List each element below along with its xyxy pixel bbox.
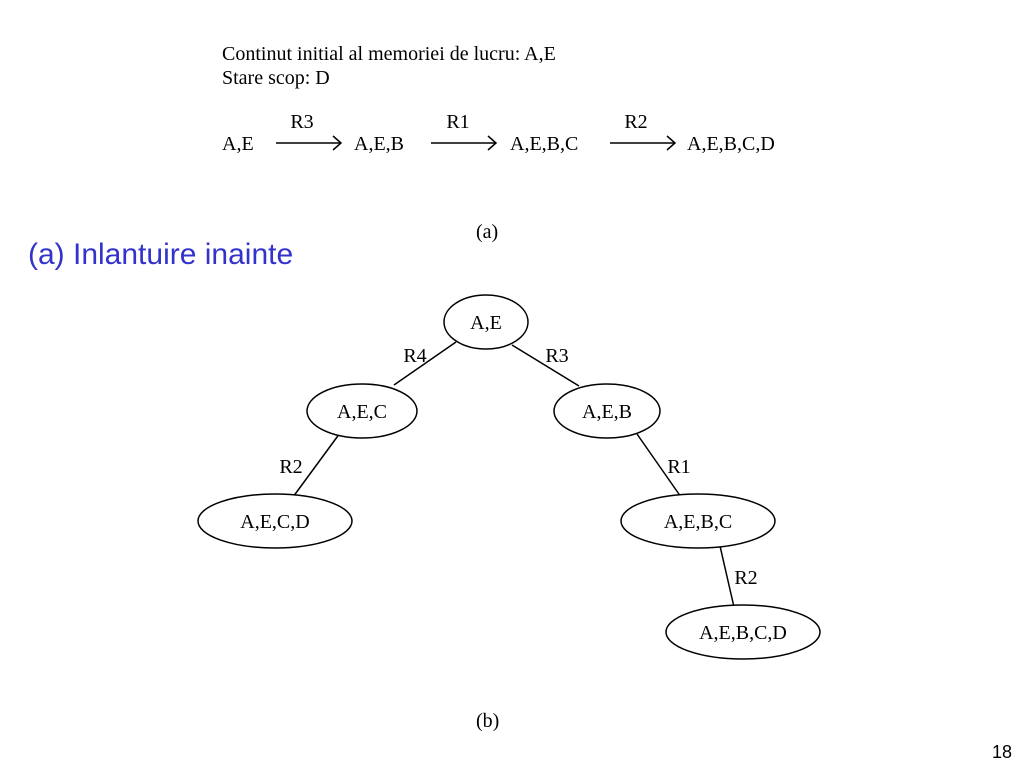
tree-node: A,E,C xyxy=(306,383,418,439)
tree-node: A,E,C,D xyxy=(197,493,353,549)
chain-arrow xyxy=(431,135,498,151)
tree-edge-rule-label: R4 xyxy=(403,345,426,367)
chain-rule-label: R1 xyxy=(446,111,469,133)
caption-a: (a) xyxy=(476,221,499,243)
tree-edge xyxy=(292,432,341,498)
search-tree: R4 R3 R2 R1 R2 A,E A,E,C A,E,B A,E,C,D A… xyxy=(197,294,821,660)
tree-node-label: A,E,B xyxy=(582,401,632,423)
page-number: 18 xyxy=(991,742,1012,762)
tree-node-label: A,E,C,D xyxy=(240,511,309,533)
tree-edge-rule-label: R1 xyxy=(667,456,690,478)
slide-title: (a) Inlantuire inainte xyxy=(28,238,294,271)
tree-edge xyxy=(511,344,580,387)
chain-arrow xyxy=(610,135,677,151)
tree-edge xyxy=(719,545,735,608)
chain-rule-label: R3 xyxy=(290,111,313,133)
initial-memory-text: Continut initial al memoriei de lucru: A… xyxy=(222,43,556,65)
chain-state: A,E,B,C xyxy=(510,133,578,155)
tree-edge xyxy=(393,341,457,386)
tree-node: A,E,B xyxy=(553,383,661,439)
tree-edge-rule-label: R2 xyxy=(279,456,302,478)
tree-edge-rule-label: R3 xyxy=(545,345,568,367)
tree-node: A,E,B,C xyxy=(620,493,776,549)
tree-node-label: A,E,B,C,D xyxy=(699,622,787,644)
forward-chain-sequence: A,E A,E,B A,E,B,C A,E,B,C,D R3 R1 R2 xyxy=(222,111,775,155)
tree-node: A,E,B,C,D xyxy=(665,604,821,660)
caption-b: (b) xyxy=(476,710,500,732)
chain-state: A,E,B xyxy=(354,133,404,155)
goal-state-text: Stare scop: D xyxy=(222,67,330,89)
chain-rule-label: R2 xyxy=(624,111,647,133)
tree-edge xyxy=(636,433,682,498)
tree-node: A,E xyxy=(443,294,529,350)
chain-state: A,E xyxy=(222,133,254,155)
tree-node-label: A,E xyxy=(470,312,502,334)
chain-arrow xyxy=(276,135,343,151)
tree-node-label: A,E,C xyxy=(337,401,387,423)
tree-node-label: A,E,B,C xyxy=(664,511,732,533)
chain-state: A,E,B,C,D xyxy=(687,133,775,155)
tree-edge-rule-label: R2 xyxy=(734,567,757,589)
